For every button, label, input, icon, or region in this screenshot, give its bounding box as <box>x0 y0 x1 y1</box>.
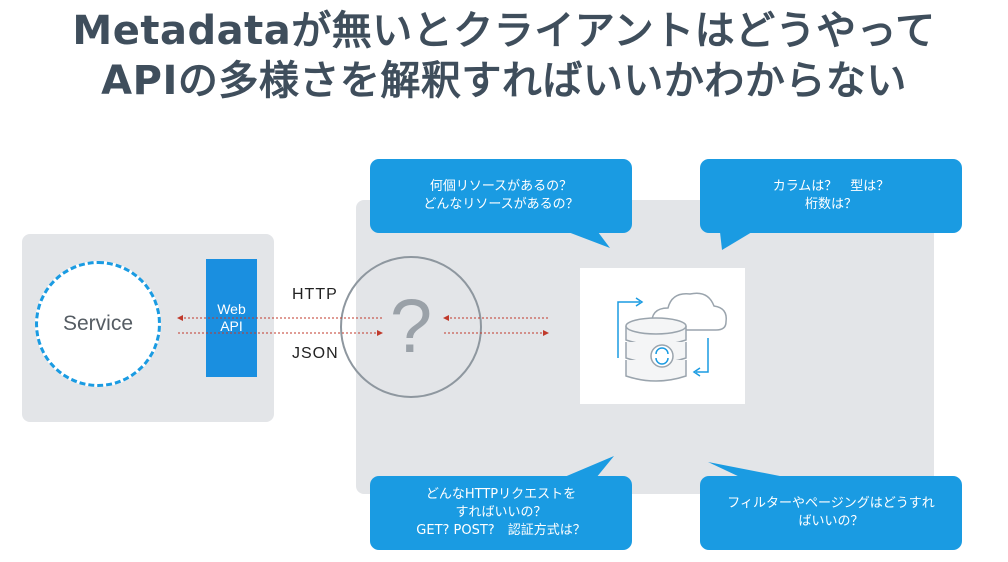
web-api-label-line-2: API <box>220 318 243 334</box>
data-store-box <box>580 268 745 404</box>
question-bubble-requests: どんなHTTPリクエストを すればいいの？ GET? POST? 認証方式は？ <box>370 476 632 550</box>
bubble-text: どんなHTTPリクエストを <box>425 487 577 502</box>
bubble-text: ばいいの？ <box>798 514 864 529</box>
http-label: HTTP <box>292 286 338 303</box>
title-line-1: Metadataが無いとクライアントはどうやって <box>72 8 936 54</box>
slide-title: Metadataが無いとクライアントはどうやって APIの多様さを解釈すればいい… <box>0 6 1008 106</box>
bubble-text: カラムは？ 型は？ <box>772 179 890 194</box>
bubble-text: すればいいの？ <box>455 505 547 520</box>
question-bubble-filtering: フィルターやページングはどうすれ ばいいの？ <box>700 476 962 550</box>
web-api-label-line-1: Web <box>217 301 246 317</box>
service-label: Service <box>62 312 134 335</box>
bubble-text: どんなリソースがあるの？ <box>423 197 579 212</box>
question-bubble-resources: 何個リソースがあるの？ どんなリソースがあるの？ <box>370 159 632 233</box>
question-bubble-columns: カラムは？ 型は？ 桁数は？ <box>700 159 962 233</box>
service-node: Service <box>35 261 161 387</box>
bubble-text: フィルターやページングはどうすれ <box>727 496 935 511</box>
database-cloud-sync-icon <box>617 292 727 382</box>
bubble-text: 何個リソースがあるの？ <box>429 179 573 194</box>
question-mark-icon: ? <box>389 284 433 369</box>
bubble-text: 桁数は？ <box>804 197 857 212</box>
bubble-text: GET? POST? 認証方式は？ <box>416 523 586 538</box>
json-label: JSON <box>292 345 339 362</box>
title-line-2: APIの多様さを解釈すればいいかわからない <box>101 58 907 104</box>
unknown-client-circle: ? <box>340 256 482 398</box>
